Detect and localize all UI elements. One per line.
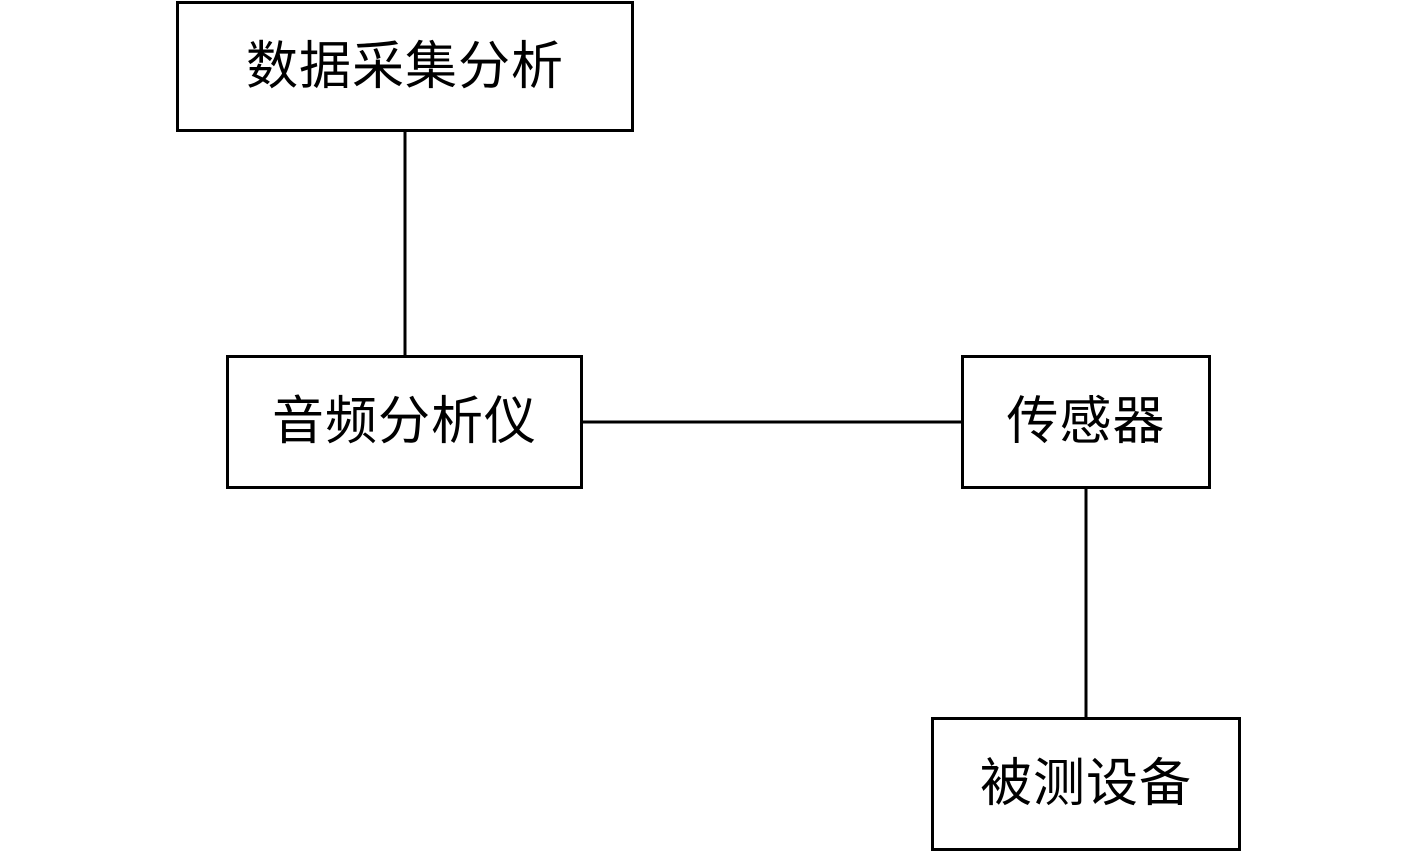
sensor-label: 传感器 [1006,392,1166,452]
device-under-test-label: 被测设备 [979,754,1192,814]
audio-analyzer-label: 音频分析仪 [271,392,537,452]
data-acquisition-box: 数据采集分析 [176,1,634,132]
device-under-test-box: 被测设备 [931,717,1241,851]
sensor-box: 传感器 [961,355,1211,489]
data-acquisition-label: 数据采集分析 [245,36,564,97]
audio-analyzer-box: 音频分析仪 [226,355,583,489]
